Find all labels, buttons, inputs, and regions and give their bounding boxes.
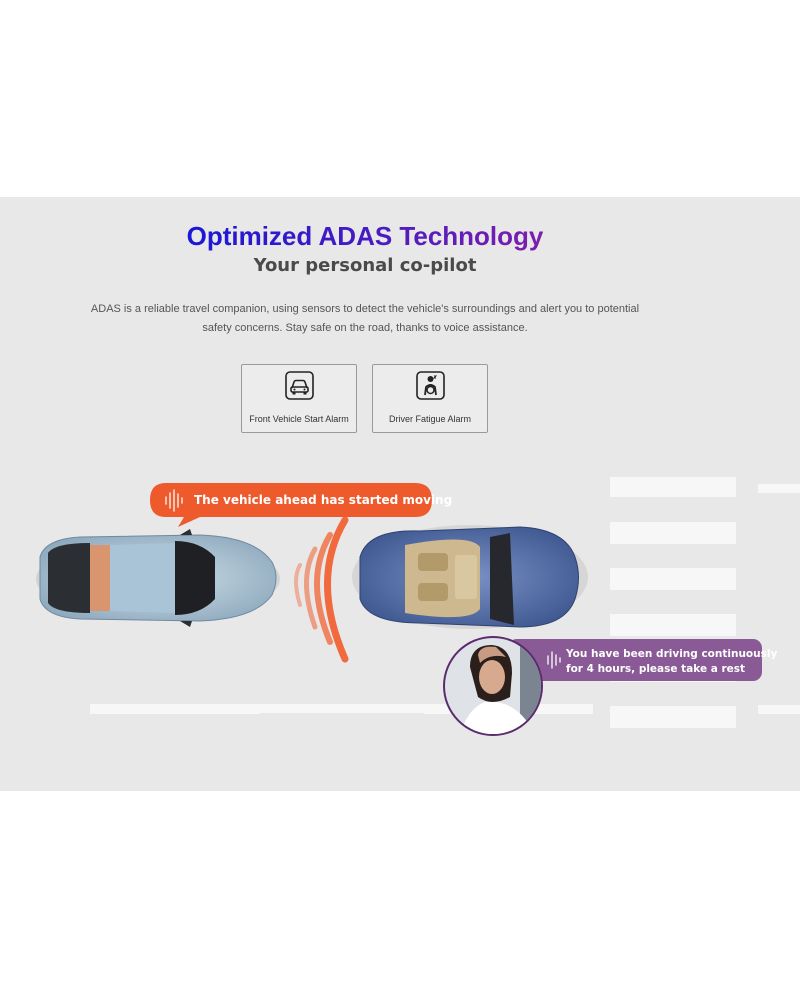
adas-section: Optimized ADAS Technology Your personal … [0, 197, 800, 791]
feature-card-front-vehicle-start-alarm[interactable]: Front Vehicle Start Alarm [241, 364, 357, 433]
voice-wave-icon [547, 651, 561, 669]
fatigue-alert-text-line2: for 4 hours, please take a rest [566, 663, 745, 675]
sensor-waves [294, 516, 349, 663]
feature-label: Front Vehicle Start Alarm [249, 414, 349, 424]
tired-driver-photo [443, 636, 543, 736]
fatigue-alert-bubble: You have been driving continuously for 4… [508, 639, 777, 681]
fatigue-alert-text-line1: You have been driving continuously [565, 648, 777, 660]
fatigued-driver-icon [416, 371, 445, 400]
front-car [352, 525, 588, 629]
road-illustration: The vehicle ahead has started moving You… [36, 477, 800, 736]
section-title: Optimized ADAS Technology [186, 221, 544, 251]
section-subtitle: Your personal co-pilot [253, 255, 477, 276]
feature-label: Driver Fatigue Alarm [388, 414, 472, 424]
section-description: ADAS is a reliable travel companion, usi… [90, 303, 640, 334]
feature-card-driver-fatigue-alarm[interactable]: Driver Fatigue Alarm [372, 364, 488, 433]
rear-car [36, 529, 280, 627]
car-front-icon [285, 371, 314, 400]
voice-wave-icon [165, 489, 183, 512]
front-vehicle-alert-text: The vehicle ahead has started moving [194, 493, 452, 507]
front-vehicle-alert-bubble: The vehicle ahead has started moving [150, 483, 452, 527]
